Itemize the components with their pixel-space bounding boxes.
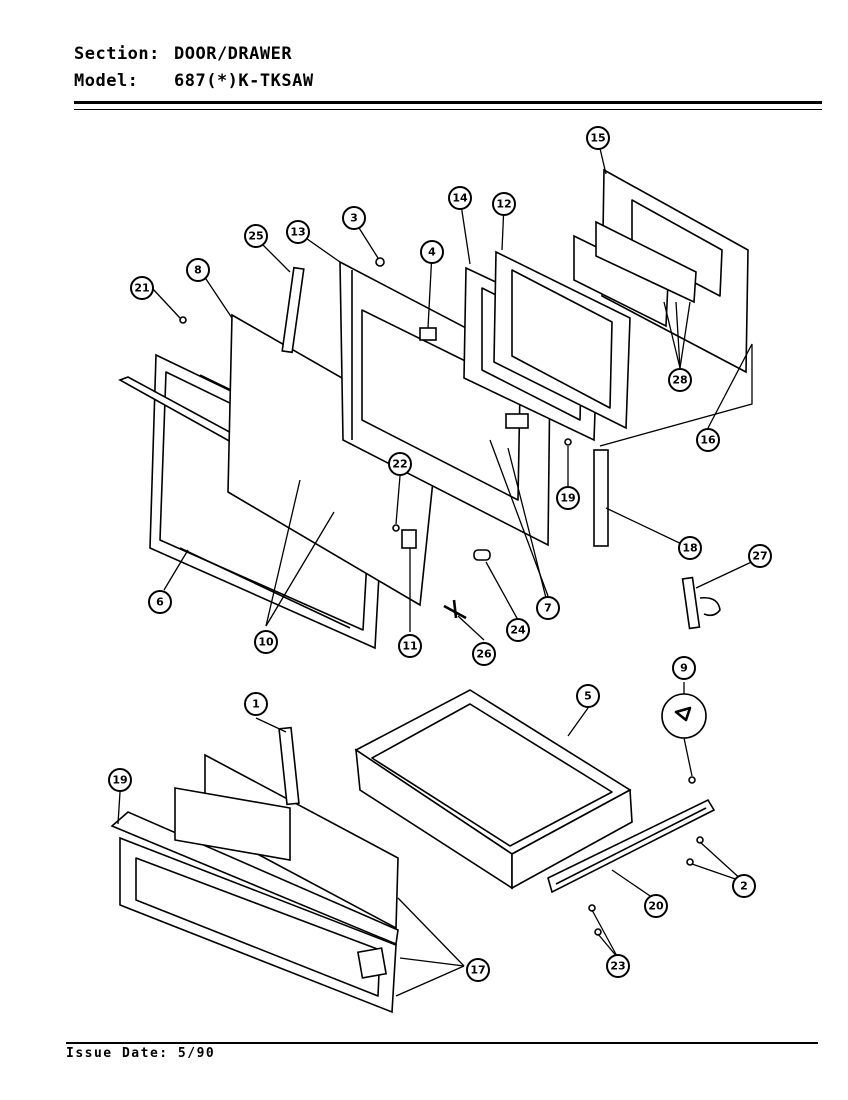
svg-text:12: 12 <box>496 198 511 211</box>
svg-text:19: 19 <box>112 774 127 787</box>
callout-19-drawer: 19 <box>108 768 132 792</box>
callout-26: 26 <box>472 642 496 666</box>
svg-text:1: 1 <box>252 698 260 711</box>
model-label: Model: <box>74 71 139 91</box>
svg-text:11: 11 <box>402 640 417 653</box>
svg-text:18: 18 <box>682 542 697 555</box>
callout-2: 2 <box>732 874 756 898</box>
callout-28: 28 <box>668 368 692 392</box>
svg-text:20: 20 <box>648 900 664 913</box>
callout-6: 6 <box>148 590 172 614</box>
svg-text:14: 14 <box>452 192 468 205</box>
callout-14: 14 <box>448 186 472 210</box>
callout-22: 22 <box>388 452 412 476</box>
small-fasteners <box>179 257 572 620</box>
callout-7: 7 <box>536 596 560 620</box>
callout-11: 11 <box>398 634 422 658</box>
svg-text:23: 23 <box>610 960 625 973</box>
svg-text:13: 13 <box>290 226 305 239</box>
callout-27: 27 <box>748 544 772 568</box>
callout-24: 24 <box>506 618 530 642</box>
section-label: Section: <box>74 44 160 64</box>
issue-date-label: Issue Date: <box>66 1046 169 1061</box>
callout-25: 25 <box>244 224 268 248</box>
svg-text:22: 22 <box>392 458 407 471</box>
svg-text:25: 25 <box>248 230 263 243</box>
callout-5: 5 <box>576 684 600 708</box>
svg-text:17: 17 <box>470 964 485 977</box>
svg-text:6: 6 <box>156 596 164 609</box>
callout-1: 1 <box>244 692 268 716</box>
side-bracket <box>593 449 609 547</box>
callout-4: 4 <box>420 240 444 264</box>
callout-9: 9 <box>672 656 696 680</box>
drawer-front <box>110 753 399 1014</box>
glass-pieces <box>573 220 697 328</box>
issue-date-value: 5/90 <box>177 1046 216 1061</box>
svg-text:9: 9 <box>680 662 688 675</box>
footer-rule <box>66 1042 818 1044</box>
header-rule-top <box>74 101 822 104</box>
svg-text:5: 5 <box>584 690 592 703</box>
drawer-box <box>354 689 633 890</box>
callout-18: 18 <box>678 536 702 560</box>
drawer-screws <box>588 836 704 936</box>
callout-8: 8 <box>186 258 210 282</box>
svg-text:19: 19 <box>560 492 575 505</box>
svg-text:28: 28 <box>672 374 687 387</box>
leader-lines <box>117 139 761 997</box>
drawer-bracket <box>278 726 300 806</box>
svg-text:7: 7 <box>544 602 552 615</box>
model-line: Model: 687(*)K-TKSAW <box>74 71 314 91</box>
callout-12: 12 <box>492 192 516 216</box>
section-line: Section: DOOR/DRAWER <box>74 44 292 64</box>
svg-text:24: 24 <box>510 624 526 637</box>
svg-text:16: 16 <box>700 434 716 447</box>
callout-21: 21 <box>130 276 154 300</box>
window-pack <box>493 250 631 430</box>
callout-10: 10 <box>254 630 278 654</box>
svg-text:8: 8 <box>194 264 202 277</box>
callout-13: 13 <box>286 220 310 244</box>
section-value: DOOR/DRAWER <box>174 44 293 64</box>
svg-text:27: 27 <box>752 550 767 563</box>
svg-text:3: 3 <box>350 212 358 225</box>
callout-15: 15 <box>586 126 610 150</box>
svg-text:15: 15 <box>590 132 605 145</box>
svg-text:10: 10 <box>258 636 274 649</box>
svg-text:21: 21 <box>134 282 149 295</box>
svg-text:4: 4 <box>428 246 436 259</box>
callout-20: 20 <box>644 894 668 918</box>
callout-16: 16 <box>696 428 720 452</box>
callout-17: 17 <box>466 958 490 982</box>
svg-text:2: 2 <box>740 880 748 893</box>
drawer-rail <box>547 798 716 894</box>
callout-3: 3 <box>342 206 366 230</box>
svg-text:26: 26 <box>476 648 492 661</box>
callout-23: 23 <box>606 954 630 978</box>
header-rule-bottom <box>74 109 822 110</box>
door-latch <box>681 576 721 630</box>
door-hinge <box>281 266 305 354</box>
callout-19: 19 <box>556 486 580 510</box>
model-value: 687(*)K-TKSAW <box>174 71 314 91</box>
issue-date-line: Issue Date: 5/90 <box>66 1046 215 1061</box>
